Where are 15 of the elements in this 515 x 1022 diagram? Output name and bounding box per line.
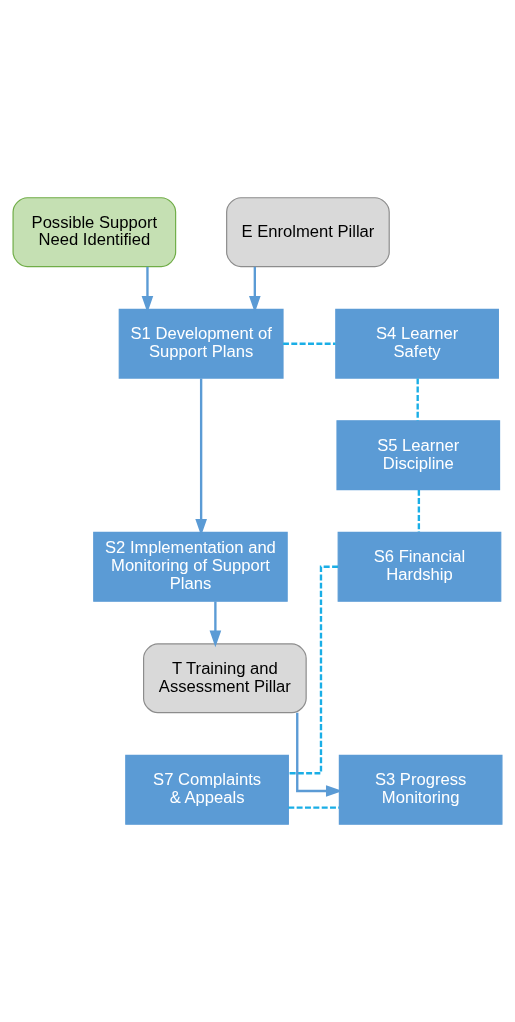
connector [283, 342, 336, 345]
node-box: E Enrolment Pillar [226, 197, 390, 268]
node-box: Possible Support Need Identified [12, 197, 177, 268]
node-box: S7 Complaints & Appeals [125, 754, 289, 825]
node-box: S3 Progress Monitoring [338, 754, 503, 825]
node-box: S5 Learner Discipline [336, 420, 501, 491]
connector [417, 489, 421, 533]
node-box: S1 Development of Support Plans [118, 308, 284, 379]
node-box: S6 Financial Hardship [337, 531, 502, 602]
connector [416, 378, 419, 421]
node-box: S2 Implementation and Monitoring of Support Plans [93, 531, 288, 602]
arrow [209, 601, 222, 648]
connector [288, 806, 340, 809]
node-box: S4 Learner Safety [335, 308, 499, 379]
node-box: T Training and Assessment Pillar [143, 643, 307, 714]
